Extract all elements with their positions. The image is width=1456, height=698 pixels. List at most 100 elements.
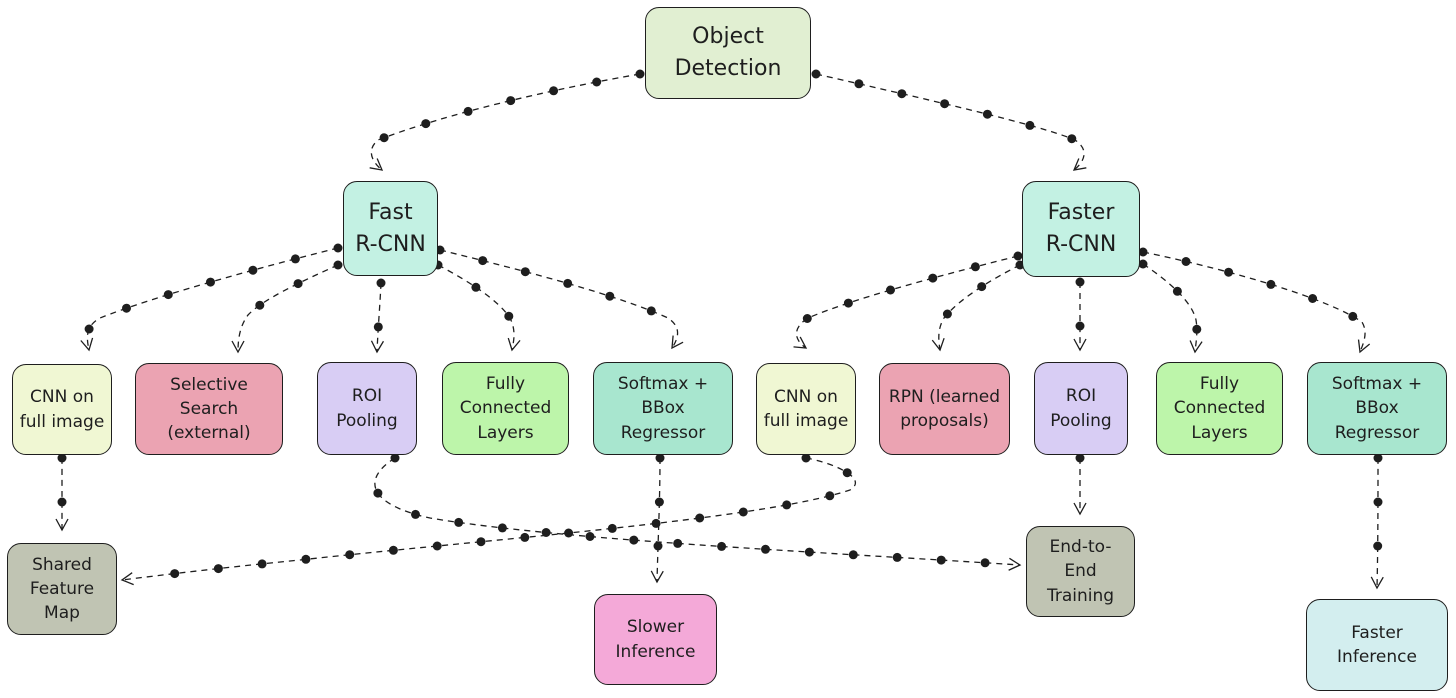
edge-dot xyxy=(333,260,343,270)
edge-dot xyxy=(411,509,420,519)
faster-rcnn-node[interactable]: Faster R-CNN xyxy=(1022,181,1140,277)
edge-roi2-to-e2e xyxy=(1073,453,1087,516)
edge-line xyxy=(120,457,857,586)
edge-dot xyxy=(373,488,383,498)
fast-rcnn-node[interactable]: Fast R-CNN xyxy=(343,181,438,276)
rpn-node[interactable]: RPN (learned proposals) xyxy=(879,363,1010,455)
edge-dot xyxy=(695,513,705,523)
edge-dot xyxy=(982,109,992,119)
edge-cnn1-to-shared xyxy=(55,453,69,532)
edge-dot xyxy=(585,532,595,541)
edge-dot xyxy=(333,243,343,253)
edge-dot xyxy=(549,86,559,96)
fast-rcnn-label: Fast R-CNN xyxy=(355,199,426,257)
edge-dot xyxy=(563,278,573,288)
faster-softmax-bbox-node[interactable]: Softmax + BBox Regressor xyxy=(1307,362,1447,455)
selective-search-node[interactable]: Selective Search (external) xyxy=(135,363,283,455)
edge-dot xyxy=(738,507,748,517)
edge-dot xyxy=(248,265,258,275)
fast-roi-pooling-label: ROI Pooling xyxy=(336,386,398,431)
edge-line xyxy=(650,457,664,584)
edge-dot xyxy=(592,77,602,87)
faster-roi-pooling-node[interactable]: ROI Pooling xyxy=(1034,362,1128,455)
edge-fast-to-ss xyxy=(231,260,343,354)
faster-cnn-full-image-node[interactable]: CNN on full image xyxy=(756,363,856,455)
edge-dot xyxy=(928,273,938,283)
edge-dot xyxy=(605,291,615,301)
edge-dot xyxy=(421,119,431,129)
edge-dot xyxy=(843,298,853,308)
rpn-label: RPN (learned proposals) xyxy=(888,386,1001,431)
edge-faster-to-rpn xyxy=(931,260,1025,352)
slower-inference-label: Slower Inference xyxy=(615,617,696,662)
edge-line xyxy=(374,457,1022,571)
edge-root-to-fast xyxy=(369,69,645,171)
edge-dot xyxy=(376,278,386,288)
edge-dot xyxy=(520,532,530,542)
edge-dot xyxy=(1138,247,1148,257)
edge-dot xyxy=(804,547,814,557)
fast-softmax-bbox-node[interactable]: Softmax + BBox Regressor xyxy=(593,362,733,455)
end-to-end-training-label: End-to- End Training xyxy=(1046,537,1115,606)
edge-dot xyxy=(432,541,442,551)
edge-faster-to-fc2 xyxy=(1138,259,1203,354)
edge-dot xyxy=(478,256,488,266)
edge-dot xyxy=(980,558,990,568)
edge-dot xyxy=(345,550,355,560)
faster-softmax-bbox-label: Softmax + BBox Regressor xyxy=(1331,374,1423,443)
edge-line xyxy=(439,249,684,350)
edge-fast-to-cnn1 xyxy=(80,243,343,352)
fast-roi-pooling-node[interactable]: ROI Pooling xyxy=(317,362,417,455)
edge-dot xyxy=(255,300,265,310)
edge-dot xyxy=(936,555,946,565)
edge-line xyxy=(793,255,1019,349)
shared-feature-map-label: Shared Feature Map xyxy=(29,554,95,624)
faster-rcnn-label: Faster R-CNN xyxy=(1045,200,1117,257)
faster-cnn-full-image-label: CNN on full image xyxy=(763,386,849,431)
edge-dot xyxy=(388,545,398,555)
edge-dot xyxy=(84,324,94,334)
edge-dot xyxy=(801,453,811,463)
faster-inference-node[interactable]: Faster Inference xyxy=(1306,599,1448,691)
object-detection-node[interactable]: Object Detection xyxy=(645,7,811,99)
edge-dot xyxy=(301,554,311,564)
edge-dot xyxy=(977,282,987,292)
edge-roi1-to-e2e xyxy=(373,453,1022,571)
edge-dot xyxy=(1013,251,1023,261)
edge-dot xyxy=(1075,453,1085,463)
edge-dot xyxy=(564,528,574,538)
edge-sm1-to-slow xyxy=(650,453,665,584)
edge-faster-to-sm2 xyxy=(1138,247,1371,354)
edge-line xyxy=(931,264,1021,352)
edge-dot xyxy=(653,541,663,551)
edge-fast-to-roi1 xyxy=(370,278,386,354)
edge-dot xyxy=(673,538,683,548)
faster-inference-label: Faster Inference xyxy=(1337,622,1417,667)
edge-dot xyxy=(57,497,67,507)
edge-dot xyxy=(1266,279,1276,289)
edge-line xyxy=(815,73,1087,171)
shared-feature-map-node[interactable]: Shared Feature Map xyxy=(7,543,117,635)
faster-fully-connected-node[interactable]: Fully Connected Layers xyxy=(1156,362,1283,455)
edge-dot xyxy=(57,453,67,463)
edge-dot xyxy=(802,314,812,323)
fast-fully-connected-label: Fully Connected Layers xyxy=(459,374,552,443)
edge-dot xyxy=(471,282,481,292)
edge-dot xyxy=(848,550,858,560)
faster-roi-pooling-label: ROI Pooling xyxy=(1050,386,1112,431)
edge-dot xyxy=(257,559,267,569)
end-to-end-training-node[interactable]: End-to- End Training xyxy=(1026,526,1135,617)
fast-cnn-full-image-node[interactable]: CNN on full image xyxy=(12,364,112,455)
edge-line xyxy=(437,264,521,352)
edge-fast-to-sm1 xyxy=(435,245,684,350)
slower-inference-node[interactable]: Slower Inference xyxy=(594,594,717,685)
edge-dot xyxy=(1373,453,1383,463)
edge-dot xyxy=(1192,324,1202,334)
edge-dot xyxy=(1025,120,1035,130)
object-detection-label: Object Detection xyxy=(674,24,782,81)
edge-dot xyxy=(290,254,300,264)
edge-dot xyxy=(163,290,173,300)
fast-fully-connected-node[interactable]: Fully Connected Layers xyxy=(442,362,569,455)
